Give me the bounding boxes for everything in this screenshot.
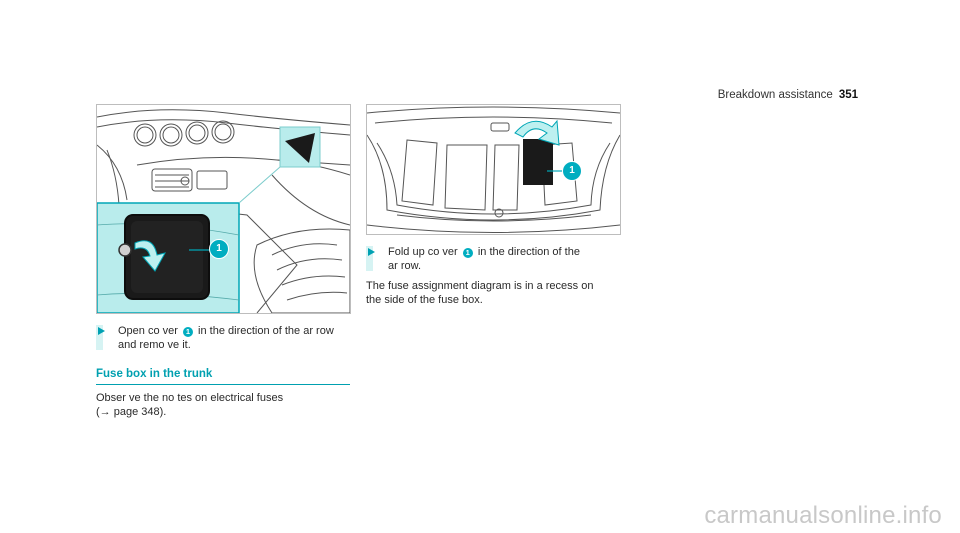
step-text: Open co ver 1 in the direction of the ar…: [118, 325, 334, 352]
step-text-part: ar row.: [388, 259, 422, 272]
step-text-part: and remo ve it.: [118, 338, 191, 351]
paragraph-line: the side of the fuse box.: [366, 293, 483, 306]
step-text-part: Fold up co ver: [388, 246, 458, 258]
paragraph-line: Obser ve the no tes on electrical fuses: [96, 392, 284, 404]
callout-badge: 1: [182, 327, 193, 337]
step-text-part: Open co ver: [118, 325, 178, 337]
watermark: carmanualsonline.info: [704, 502, 942, 529]
step-marker: [366, 246, 373, 271]
callout-badge: 1: [209, 239, 229, 259]
step-arrow-icon: [98, 327, 105, 335]
header-section: Breakdown assistance: [717, 89, 833, 101]
dashboard-illustration: [97, 109, 350, 313]
running-header: Breakdown assistance 351: [718, 89, 858, 101]
trunk-illustration: [367, 106, 620, 233]
page-number: 351: [838, 89, 858, 101]
step-arrow-icon: [368, 248, 375, 256]
step-marker: [96, 325, 103, 350]
observe-paragraph: Obser ve the no tes on electrical fuses …: [96, 392, 283, 419]
fuse-diagram-note: The fuse assignment diagram is in a rece…: [366, 280, 593, 307]
step-text-part: in the direction of the: [477, 246, 580, 258]
page-reference-link[interactable]: (→ page 348).: [96, 405, 167, 418]
section-title: Fuse box in the trunk: [96, 368, 350, 385]
figure-trunk-fuse-cover: 1: [366, 104, 621, 235]
step-fold-up-cover: Fold up co ver 1 in the direction of the…: [366, 246, 626, 274]
step-open-cover: Open co ver 1 in the direction of the ar…: [96, 325, 356, 353]
step-text: Fold up co ver 1 in the direction of the…: [388, 246, 580, 273]
figure-dashboard-fuse-cover: 1: [96, 104, 351, 314]
callout-badge: 1: [462, 248, 473, 258]
paragraph-line: The fuse assignment diagram is in a rece…: [366, 280, 594, 292]
callout-badge: 1: [562, 161, 582, 181]
step-text-part: in the direction of the ar row: [198, 325, 334, 337]
